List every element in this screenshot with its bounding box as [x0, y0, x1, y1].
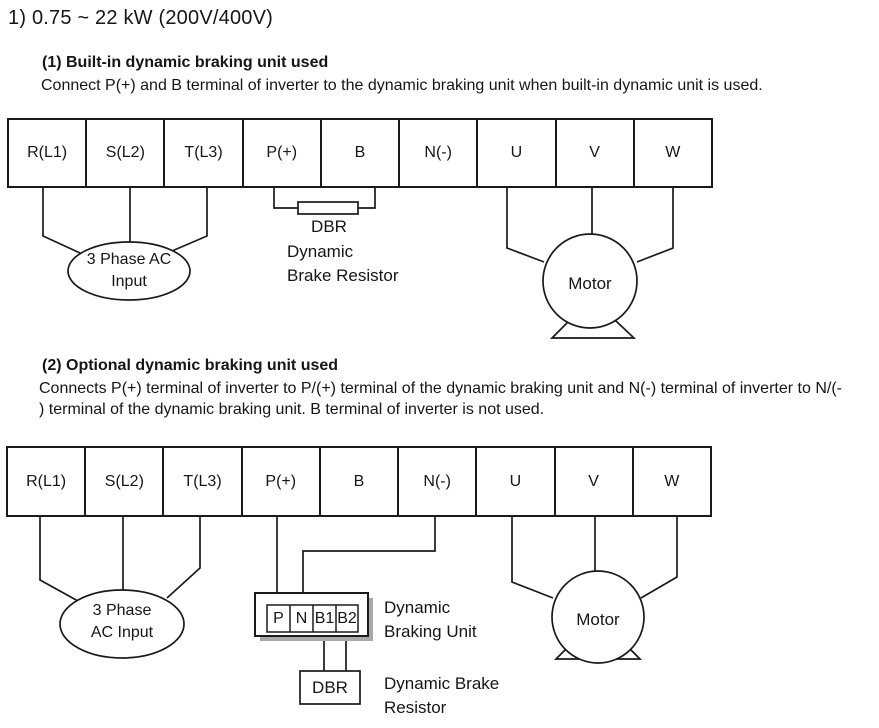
terminal-label: N(-)	[423, 472, 451, 490]
braking-unit-terminal-n: N	[295, 609, 308, 627]
motor-foot-left	[553, 643, 588, 660]
terminal-u: U	[477, 448, 556, 515]
terminal-s: S(L2)	[87, 120, 166, 186]
section2-heading: (2) Optional dynamic braking unit used	[42, 357, 339, 374]
terminal-label: V	[589, 144, 600, 161]
terminal-strip-1: R(L1) S(L2) T(L3) P(+) B N(-) U V W	[7, 118, 713, 188]
terminal-w: W	[635, 120, 711, 186]
motor-label-1: Motor	[568, 274, 612, 293]
section1-body: Connect P(+) and B terminal of inverter …	[41, 77, 763, 94]
terminal-label: T(L3)	[184, 144, 223, 161]
wire-p-b-dbr	[273, 188, 376, 209]
wire-r1	[42, 188, 81, 254]
terminal-label: T(L3)	[183, 472, 222, 490]
section2-body-line2: ) terminal of the dynamic braking unit. …	[39, 401, 545, 418]
terminal-n: N(-)	[400, 120, 479, 186]
terminal-v: V	[556, 448, 634, 515]
terminal-t: T(L3)	[164, 448, 243, 515]
braking-unit-terminal-p: P	[273, 609, 284, 627]
terminal-s: S(L2)	[86, 448, 165, 515]
terminal-w: W	[634, 448, 710, 515]
terminal-label: P(+)	[266, 144, 298, 161]
diagram2-wires	[39, 517, 678, 671]
terminal-label: P(+)	[265, 472, 297, 490]
terminal-label: S(L2)	[105, 144, 145, 161]
terminal-label: B	[354, 144, 366, 161]
terminal-strip-2: R(L1) S(L2) T(L3) P(+) B N(-) U V W	[6, 446, 712, 517]
wire-w2	[640, 517, 678, 599]
wire-u2	[511, 517, 554, 599]
terminal-label: W	[665, 144, 681, 161]
terminal-label: W	[664, 472, 680, 490]
ac-input-2-line2: AC Input	[90, 624, 154, 641]
terminal-label: S(L2)	[104, 472, 144, 490]
dbr-label-1: DBR	[311, 217, 347, 236]
terminal-label: U	[509, 472, 522, 490]
terminal-r: R(L1)	[8, 448, 87, 515]
motor-foot-right	[608, 643, 643, 660]
terminal-label: R(L1)	[27, 144, 68, 161]
terminal-b: B	[322, 120, 401, 186]
terminal-n: N(-)	[399, 448, 478, 515]
wire-t2	[166, 517, 201, 599]
wire-t1	[171, 188, 208, 252]
terminal-label: N(-)	[424, 144, 452, 161]
dbr-caption-2: Dynamic Brake Resistor	[384, 672, 499, 720]
dbr-label-2: DBR	[312, 677, 348, 697]
dbr-caption-1-line2: Brake Resistor	[287, 266, 399, 285]
ac-input-2-line1: 3 Phase	[92, 602, 152, 619]
wire-w1	[636, 188, 674, 263]
braking-unit-caption-line2: Braking Unit	[384, 622, 477, 641]
ac-input-1-line2: Input	[111, 273, 147, 290]
dbr-resistor-symbol-1	[297, 201, 359, 215]
wire-n2	[302, 517, 436, 594]
page-title: 1) 0.75 ~ 22 kW (200V/400V)	[8, 7, 273, 29]
dbr-caption-1-line1: Dynamic	[287, 242, 354, 261]
dbr-caption-2-line1: Dynamic Brake	[384, 674, 500, 693]
motor-label-2: Motor	[576, 610, 620, 629]
terminal-label: R(L1)	[26, 472, 67, 490]
braking-unit-caption-line1: Dynamic	[384, 598, 451, 617]
motor-base-1	[549, 320, 637, 339]
terminal-p: P(+)	[244, 120, 322, 186]
terminal-p: P(+)	[243, 448, 321, 515]
terminal-label: V	[588, 472, 599, 490]
ac-input-1-line1: 3 Phase AC	[86, 251, 172, 268]
terminal-v: V	[557, 120, 635, 186]
dbr-caption-2-line2: Resistor	[384, 698, 447, 717]
terminal-r: R(L1)	[9, 120, 88, 186]
braking-unit-terminal-b1: B1	[314, 609, 335, 627]
braking-unit-caption: Dynamic Braking Unit	[384, 596, 477, 644]
ac-input-label-1: 3 Phase AC Input	[67, 249, 191, 293]
wire-r2	[39, 517, 79, 602]
terminal-label: B	[353, 472, 365, 490]
terminal-u: U	[478, 120, 557, 186]
section2-body-line1: Connects P(+) terminal of inverter to P/…	[39, 380, 842, 397]
ac-input-label-2: 3 Phase AC Input	[60, 600, 184, 644]
terminal-b: B	[321, 448, 400, 515]
terminal-t: T(L3)	[165, 120, 244, 186]
wire-u1	[506, 188, 545, 263]
dbr-caption-1: Dynamic Brake Resistor	[287, 240, 398, 288]
section1-heading: (1) Built-in dynamic braking unit used	[42, 54, 329, 71]
braking-unit-terminal-b2: B2	[337, 609, 357, 627]
terminal-label: U	[510, 144, 523, 161]
